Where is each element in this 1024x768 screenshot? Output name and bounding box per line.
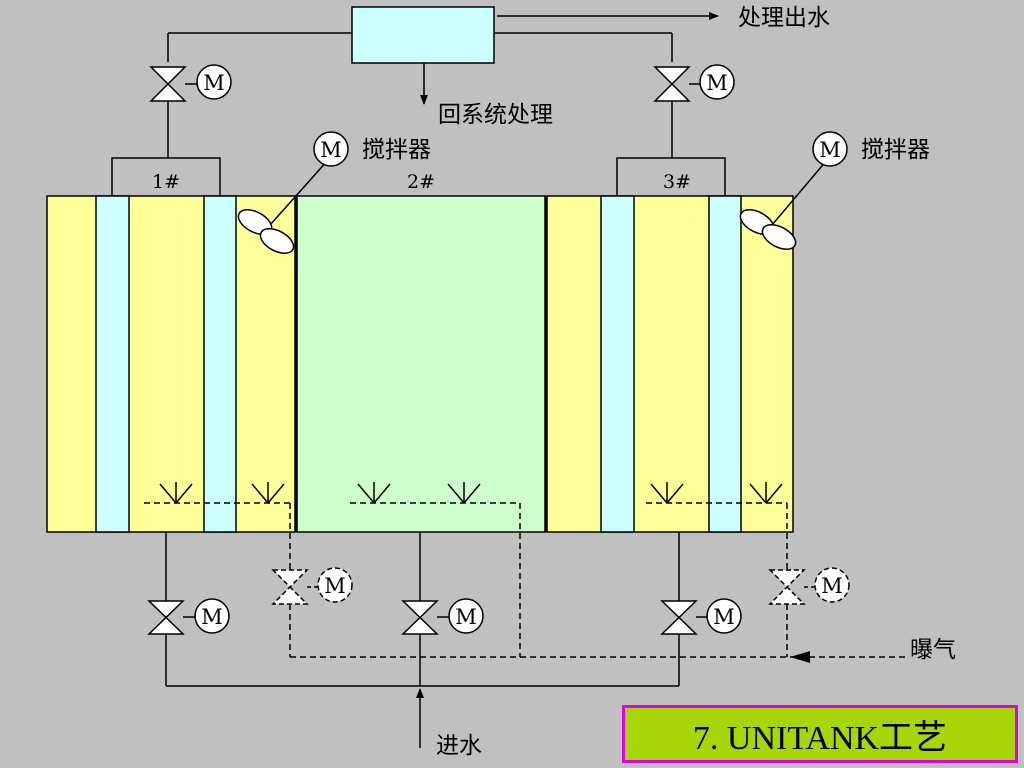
outlet-label: 处理出水 xyxy=(738,5,830,31)
mixer-right: M xyxy=(739,131,848,250)
weir-3b xyxy=(708,195,742,533)
tank-label-3: 3# xyxy=(663,171,691,193)
valve-aeration-left: M xyxy=(271,567,353,605)
motor-label: M xyxy=(201,605,223,629)
motor-label: M xyxy=(324,574,346,598)
valve-top-left: M xyxy=(149,64,232,102)
motor-label: M xyxy=(706,71,728,95)
tank-3 xyxy=(546,195,794,533)
tank-label-1: 1# xyxy=(152,171,180,193)
valve-aeration-right: M xyxy=(768,567,850,605)
weir-1a xyxy=(95,195,130,533)
tank-2 xyxy=(296,195,546,533)
motor-label: M xyxy=(713,605,735,629)
tank-1 xyxy=(46,195,296,533)
outlet-piping xyxy=(111,12,726,196)
treatment-unit xyxy=(351,6,495,64)
mixer-left: M xyxy=(237,131,349,254)
motor-label: M xyxy=(819,138,841,162)
motor-label: M xyxy=(203,71,225,95)
return-label: 回系统处理 xyxy=(438,102,553,128)
tank-label-2: 2# xyxy=(407,171,435,193)
valve-inlet-1: M xyxy=(147,598,230,635)
motor-label: M xyxy=(821,574,843,598)
diffusers xyxy=(159,482,783,504)
inlet-piping xyxy=(165,532,680,748)
weir-3a xyxy=(600,195,635,533)
weir-1b xyxy=(203,195,237,533)
mixer-label-right: 搅拌器 xyxy=(861,137,930,163)
valve-top-right: M xyxy=(653,64,735,102)
valve-inlet-3: M xyxy=(660,598,742,635)
valve-inlet-2: M xyxy=(401,598,484,635)
motor-label: M xyxy=(320,138,342,162)
mixer-label-left: 搅拌器 xyxy=(362,137,431,163)
motor-label: M xyxy=(455,605,477,629)
caption-title: 7. UNITANK工艺 xyxy=(622,705,1018,763)
inlet-label: 进水 xyxy=(436,733,482,759)
aeration-arrow xyxy=(790,651,810,663)
aeration-label: 曝气 xyxy=(910,637,956,663)
